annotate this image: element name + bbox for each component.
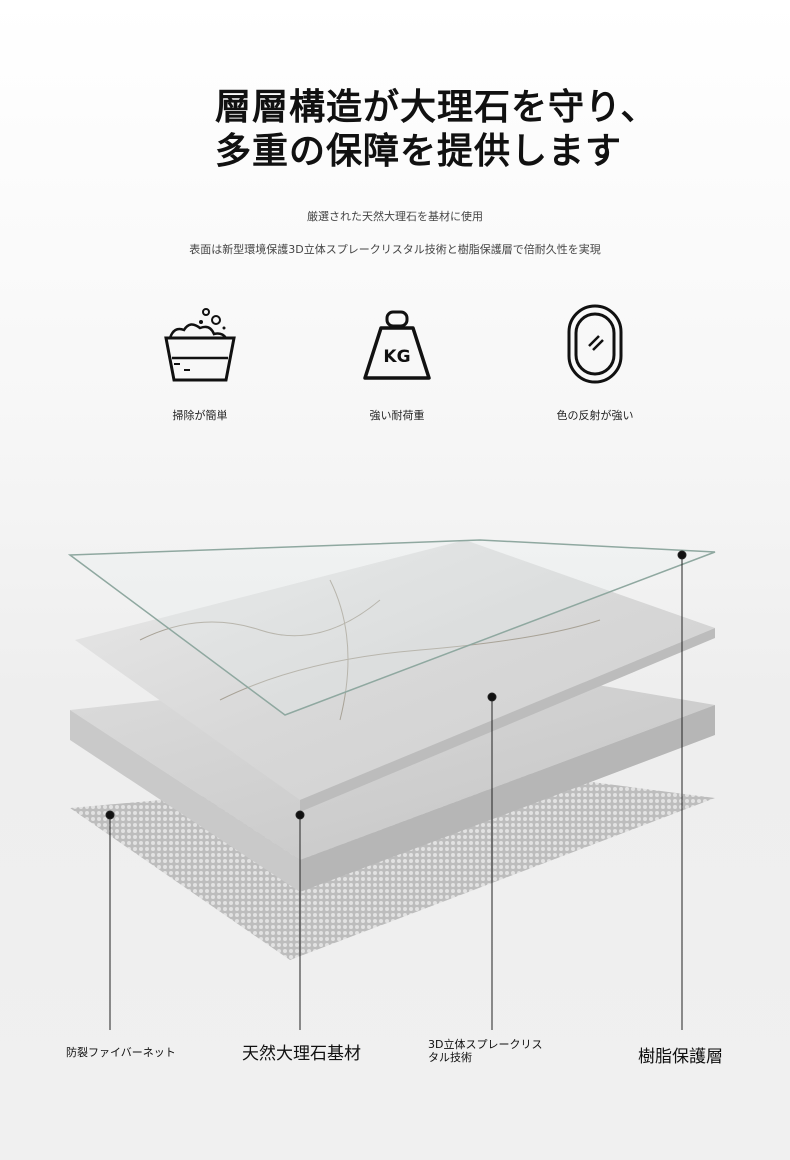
- resin-protective-layer: [67, 539, 716, 716]
- mirror-icon: [567, 304, 623, 384]
- callout-lines: [105, 550, 687, 1030]
- callout-fiber-mesh: 防裂ファイバーネット: [66, 1046, 176, 1059]
- feature-label: 色の反射が強い: [556, 409, 634, 422]
- subtitle-2: 表面は新型環境保護3D立体スプレークリスタル技術と樹脂保護層で倍耐久性を実現: [189, 243, 601, 256]
- callout-marble-base: 天然大理石基材: [242, 1044, 361, 1064]
- title-line-2: 多重の保障を提供します: [215, 131, 623, 172]
- callout-resin-layer: 樹脂保護層: [638, 1047, 723, 1067]
- feature-load: KG 強い耐荷重: [337, 300, 457, 423]
- feature-label: 掃除が簡単: [172, 409, 228, 422]
- title-line-1: 層層構造が大理石を守り、: [215, 87, 658, 128]
- feature-reflection: 色の反射が強い: [535, 300, 655, 423]
- subtitle-1: 厳選された天然大理石を基材に使用: [307, 210, 483, 223]
- callout-crystal-spray: 3D立体スプレークリス タル技術: [428, 1038, 543, 1064]
- washing-basin-icon: [164, 308, 236, 382]
- feature-easy-clean: 掃除が簡単: [140, 300, 260, 423]
- svg-text:KG: KG: [383, 347, 410, 367]
- layer-diagram: [67, 539, 716, 1030]
- weight-kg-icon: KG: [363, 310, 431, 380]
- crystal-spray-layer: [75, 540, 715, 812]
- page-title: 層層構造が大理石を守り、 多重の保障を提供します: [215, 86, 658, 174]
- feature-label: 強い耐荷重: [369, 409, 425, 422]
